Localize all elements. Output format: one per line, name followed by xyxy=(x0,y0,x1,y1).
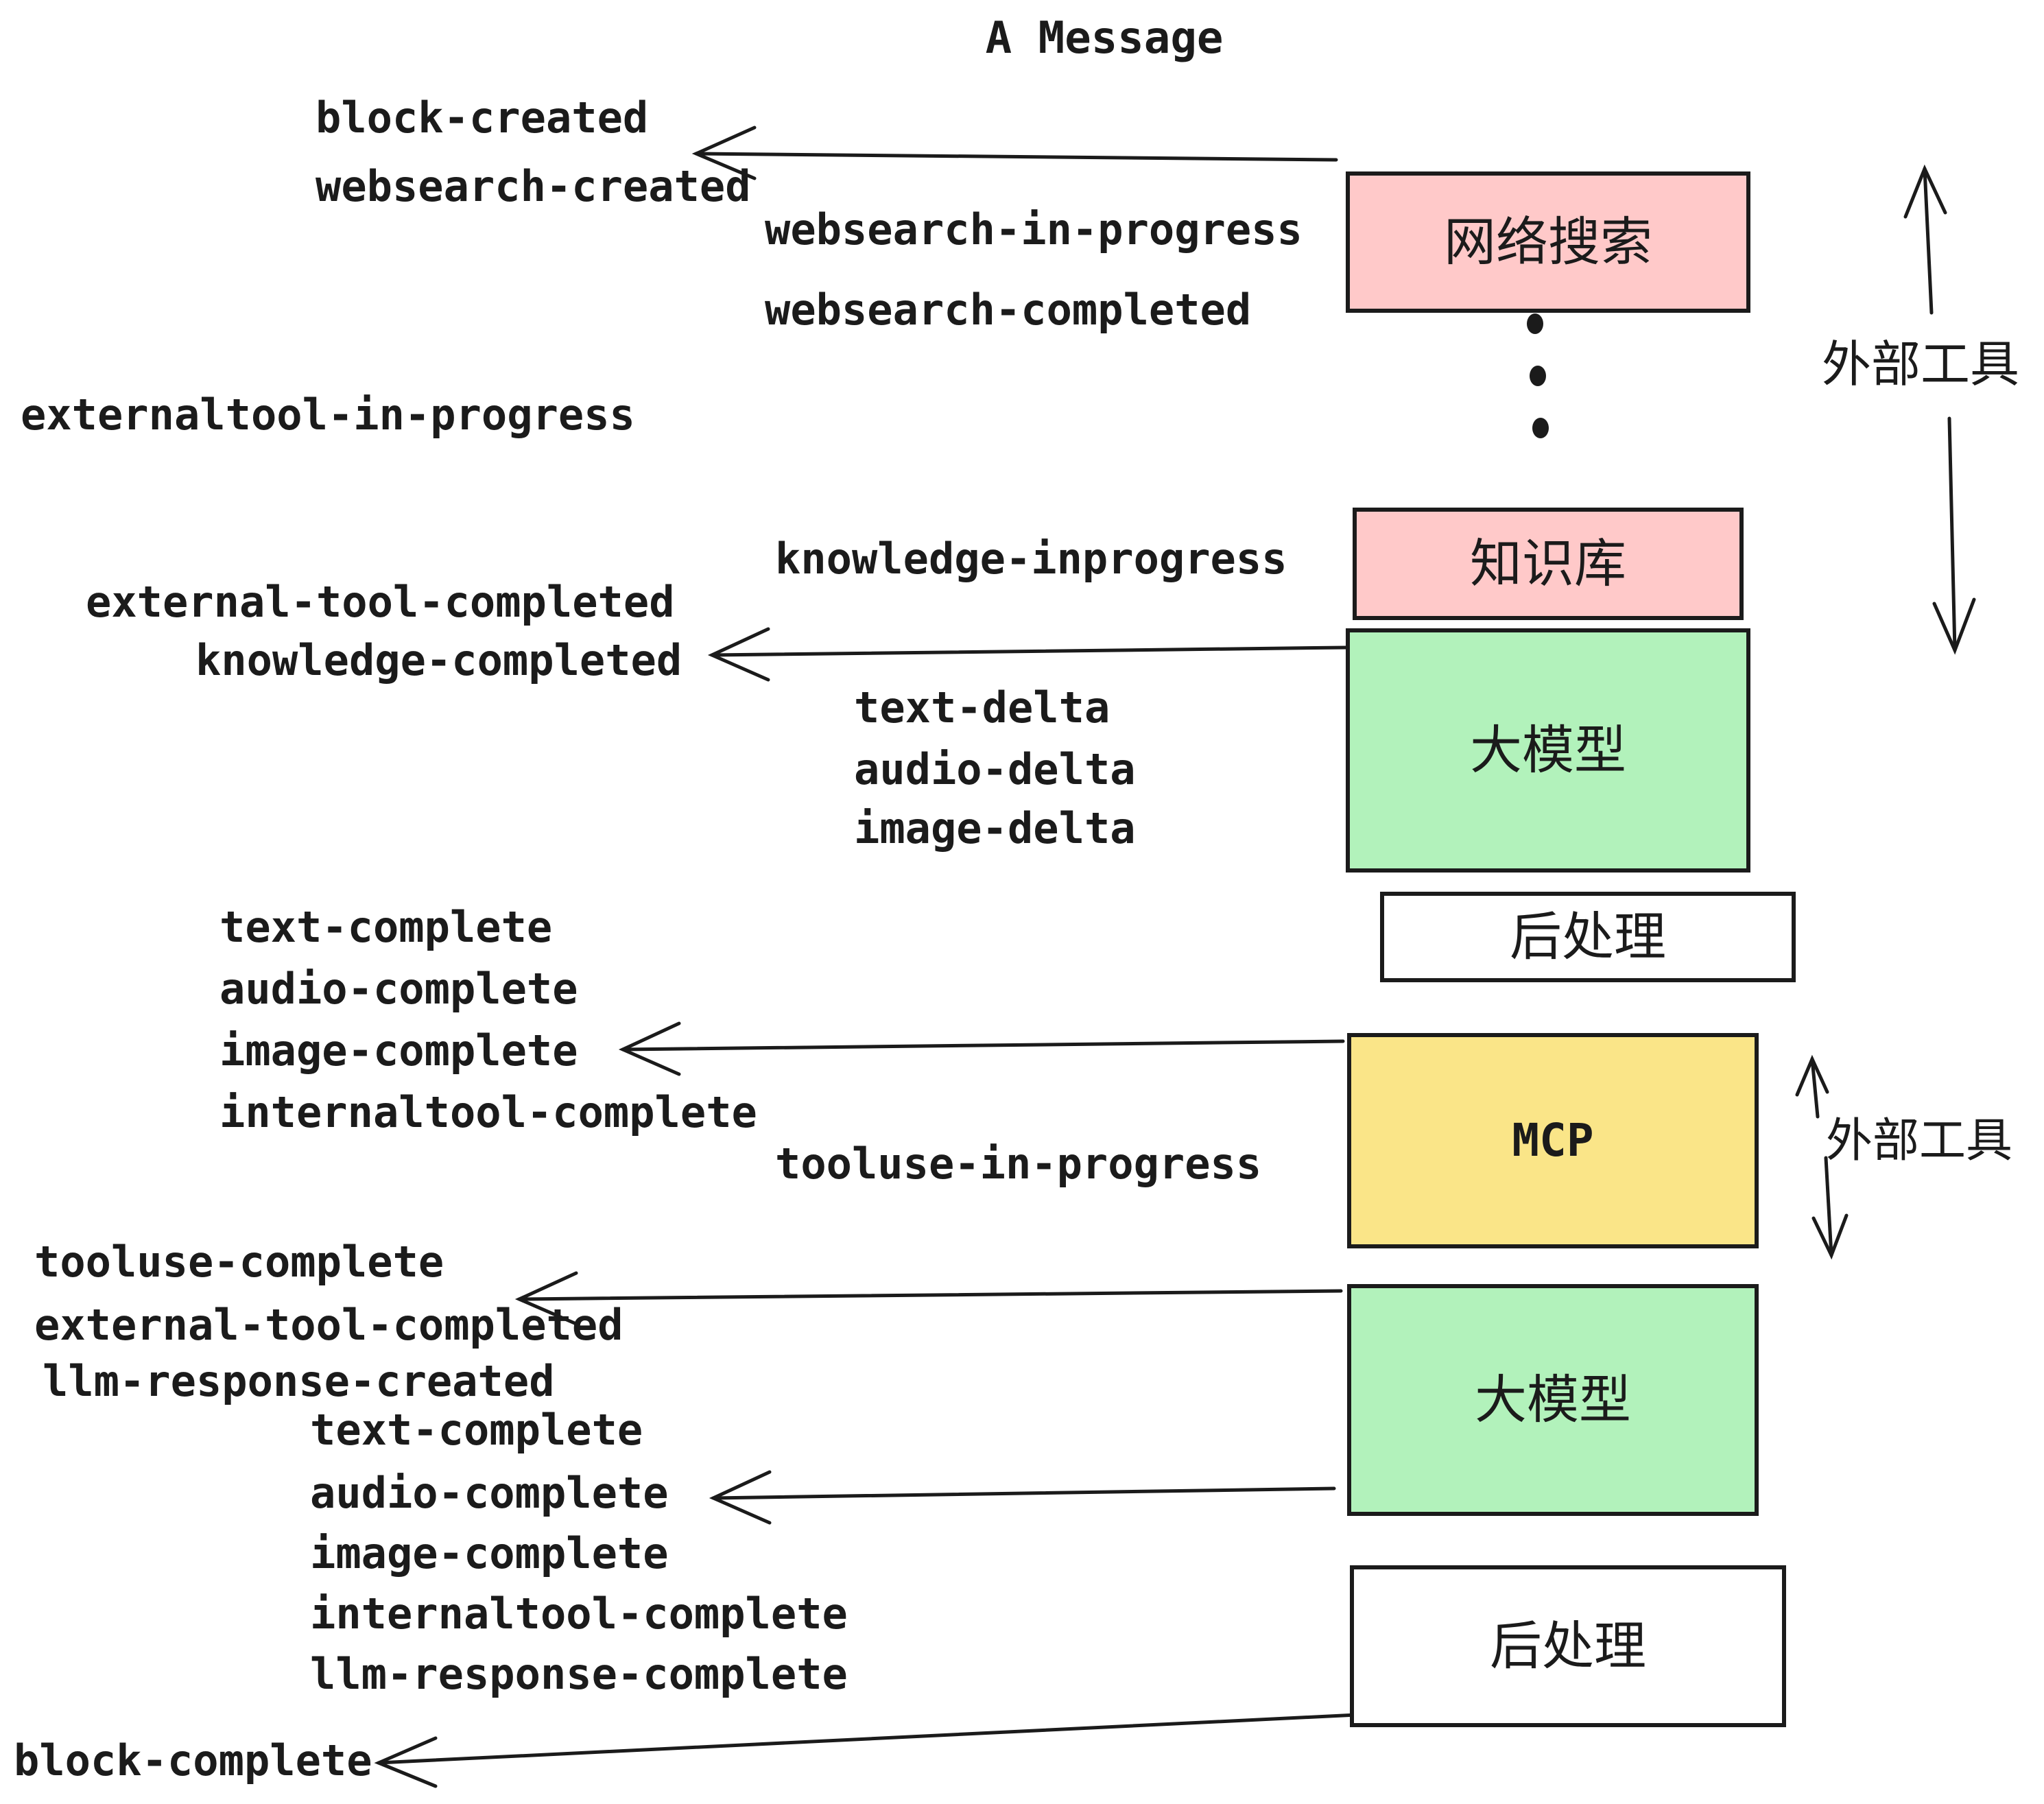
arrow-to-block-created xyxy=(691,126,1338,180)
event-label-audio-complete-2: audio-complete xyxy=(310,1468,669,1518)
event-label-knowledge-completed: knowledge-completed xyxy=(195,635,682,685)
event-label-image-complete-2: image-complete xyxy=(310,1528,669,1578)
node-label: 网络搜索 xyxy=(1444,211,1652,272)
event-label-block-created: block-created xyxy=(316,93,649,143)
arrow-up-external-tools-mcp xyxy=(1795,1054,1829,1119)
node-label: 后处理 xyxy=(1510,906,1666,967)
event-label-image-delta: image-delta xyxy=(854,803,1136,853)
event-label-llm-response-complete: llm-response-complete xyxy=(310,1649,848,1699)
label-external-tools-top: 外部工具 xyxy=(1822,335,2020,393)
diagram-title: A Message xyxy=(985,13,1224,64)
event-label-tooluse-in-progress: tooluse-in-progress xyxy=(775,1139,1262,1189)
node-postprocess-1: 后处理 xyxy=(1380,892,1796,982)
event-label-text-delta: text-delta xyxy=(854,683,1110,733)
event-label-audio-complete: audio-complete xyxy=(219,964,578,1014)
arrow-to-tooluse-complete xyxy=(514,1271,1343,1326)
node-knowledge-base: 知识库 xyxy=(1353,508,1744,620)
event-label-audio-delta: audio-delta xyxy=(854,744,1136,794)
arrow-down-external-tools-mcp xyxy=(1811,1156,1849,1260)
event-label-text-complete: text-complete xyxy=(219,902,553,952)
arrow-to-knowledge-completed xyxy=(707,627,1348,682)
node-websearch: 网络搜索 xyxy=(1346,171,1750,313)
event-label-externaltool-in-progress: externaltool-in-progress xyxy=(21,390,635,440)
event-label-tooluse-complete: tooluse-complete xyxy=(34,1237,444,1287)
vertical-ellipsis-icon xyxy=(1527,313,1549,438)
event-label-text-complete-2: text-complete xyxy=(310,1405,643,1455)
node-label: 大模型 xyxy=(1475,1369,1631,1430)
node-llm-2: 大模型 xyxy=(1347,1284,1759,1516)
node-label: 后处理 xyxy=(1490,1615,1646,1676)
label-external-tools-mcp: 外部工具 xyxy=(1826,1114,2013,1168)
event-label-external-tool-completed: external-tool-completed xyxy=(86,577,675,627)
node-label: 大模型 xyxy=(1470,720,1626,781)
arrow-down-external-tools xyxy=(1932,416,1976,655)
event-label-internaltool-complete: internaltool-complete xyxy=(219,1087,757,1137)
arrow-up-external-tools xyxy=(1903,164,1947,315)
node-label: MCP xyxy=(1512,1114,1594,1167)
event-label-internaltool-complete-2: internaltool-complete xyxy=(310,1589,848,1639)
event-label-image-complete: image-complete xyxy=(219,1025,578,1076)
arrow-to-image-complete xyxy=(618,1021,1345,1076)
event-label-websearch-in-progress: websearch-in-progress xyxy=(765,204,1303,254)
event-label-knowledge-inprogress: knowledge-inprogress xyxy=(775,534,1287,584)
event-label-llm-response-created: llm-response-created xyxy=(43,1356,555,1406)
node-llm-1: 大模型 xyxy=(1346,628,1750,873)
node-label: 知识库 xyxy=(1470,533,1626,594)
arrow-to-audio-complete xyxy=(709,1470,1336,1525)
node-mcp: MCP xyxy=(1347,1033,1759,1248)
event-label-block-complete: block-complete xyxy=(14,1735,372,1785)
event-label-external-tool-completed-2: external-tool-completed xyxy=(34,1300,623,1350)
event-label-websearch-completed: websearch-completed xyxy=(765,285,1252,335)
node-postprocess-2: 后处理 xyxy=(1350,1565,1786,1727)
event-label-websearch-created: websearch-created xyxy=(316,161,751,211)
arrow-to-block-complete xyxy=(374,1713,1359,1788)
